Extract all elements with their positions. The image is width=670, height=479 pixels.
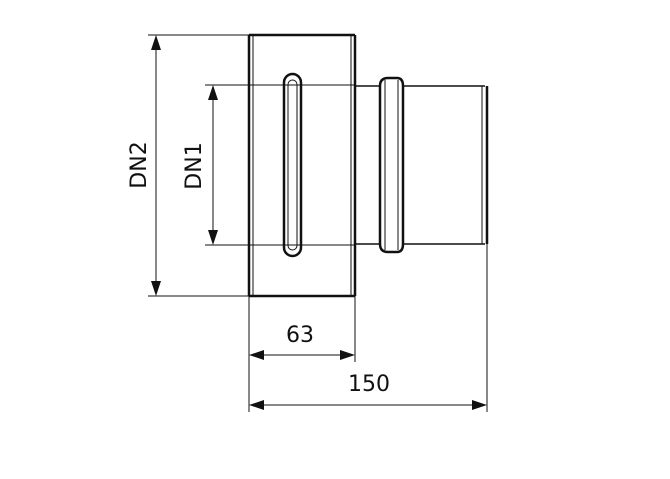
dn1-arrow-top [208, 85, 218, 100]
length-63-arrow-left [249, 350, 264, 360]
length-150-dimension: 150 [249, 244, 488, 412]
seal-ring [282, 72, 303, 258]
dn1-arrow-bottom [208, 230, 218, 245]
length-63-arrow-right [340, 350, 355, 360]
length-63-dimension: 63 [248, 296, 356, 412]
length-63-label: 63 [286, 323, 314, 348]
dn2-arrow-bottom [151, 281, 161, 296]
dn2-arrow-top [151, 35, 161, 50]
dn1-label: DN1 [182, 142, 207, 189]
large-flange [247, 33, 357, 298]
length-150-label: 150 [348, 372, 390, 397]
dn1-dimension: DN1 [182, 84, 249, 246]
length-150-arrow-right [472, 400, 487, 410]
dn2-label: DN2 [127, 141, 152, 188]
length-150-arrow-left [249, 400, 264, 410]
dn2-dimension: DN2 [127, 34, 249, 297]
reducer-part [247, 33, 489, 298]
small-spigot [355, 76, 489, 254]
